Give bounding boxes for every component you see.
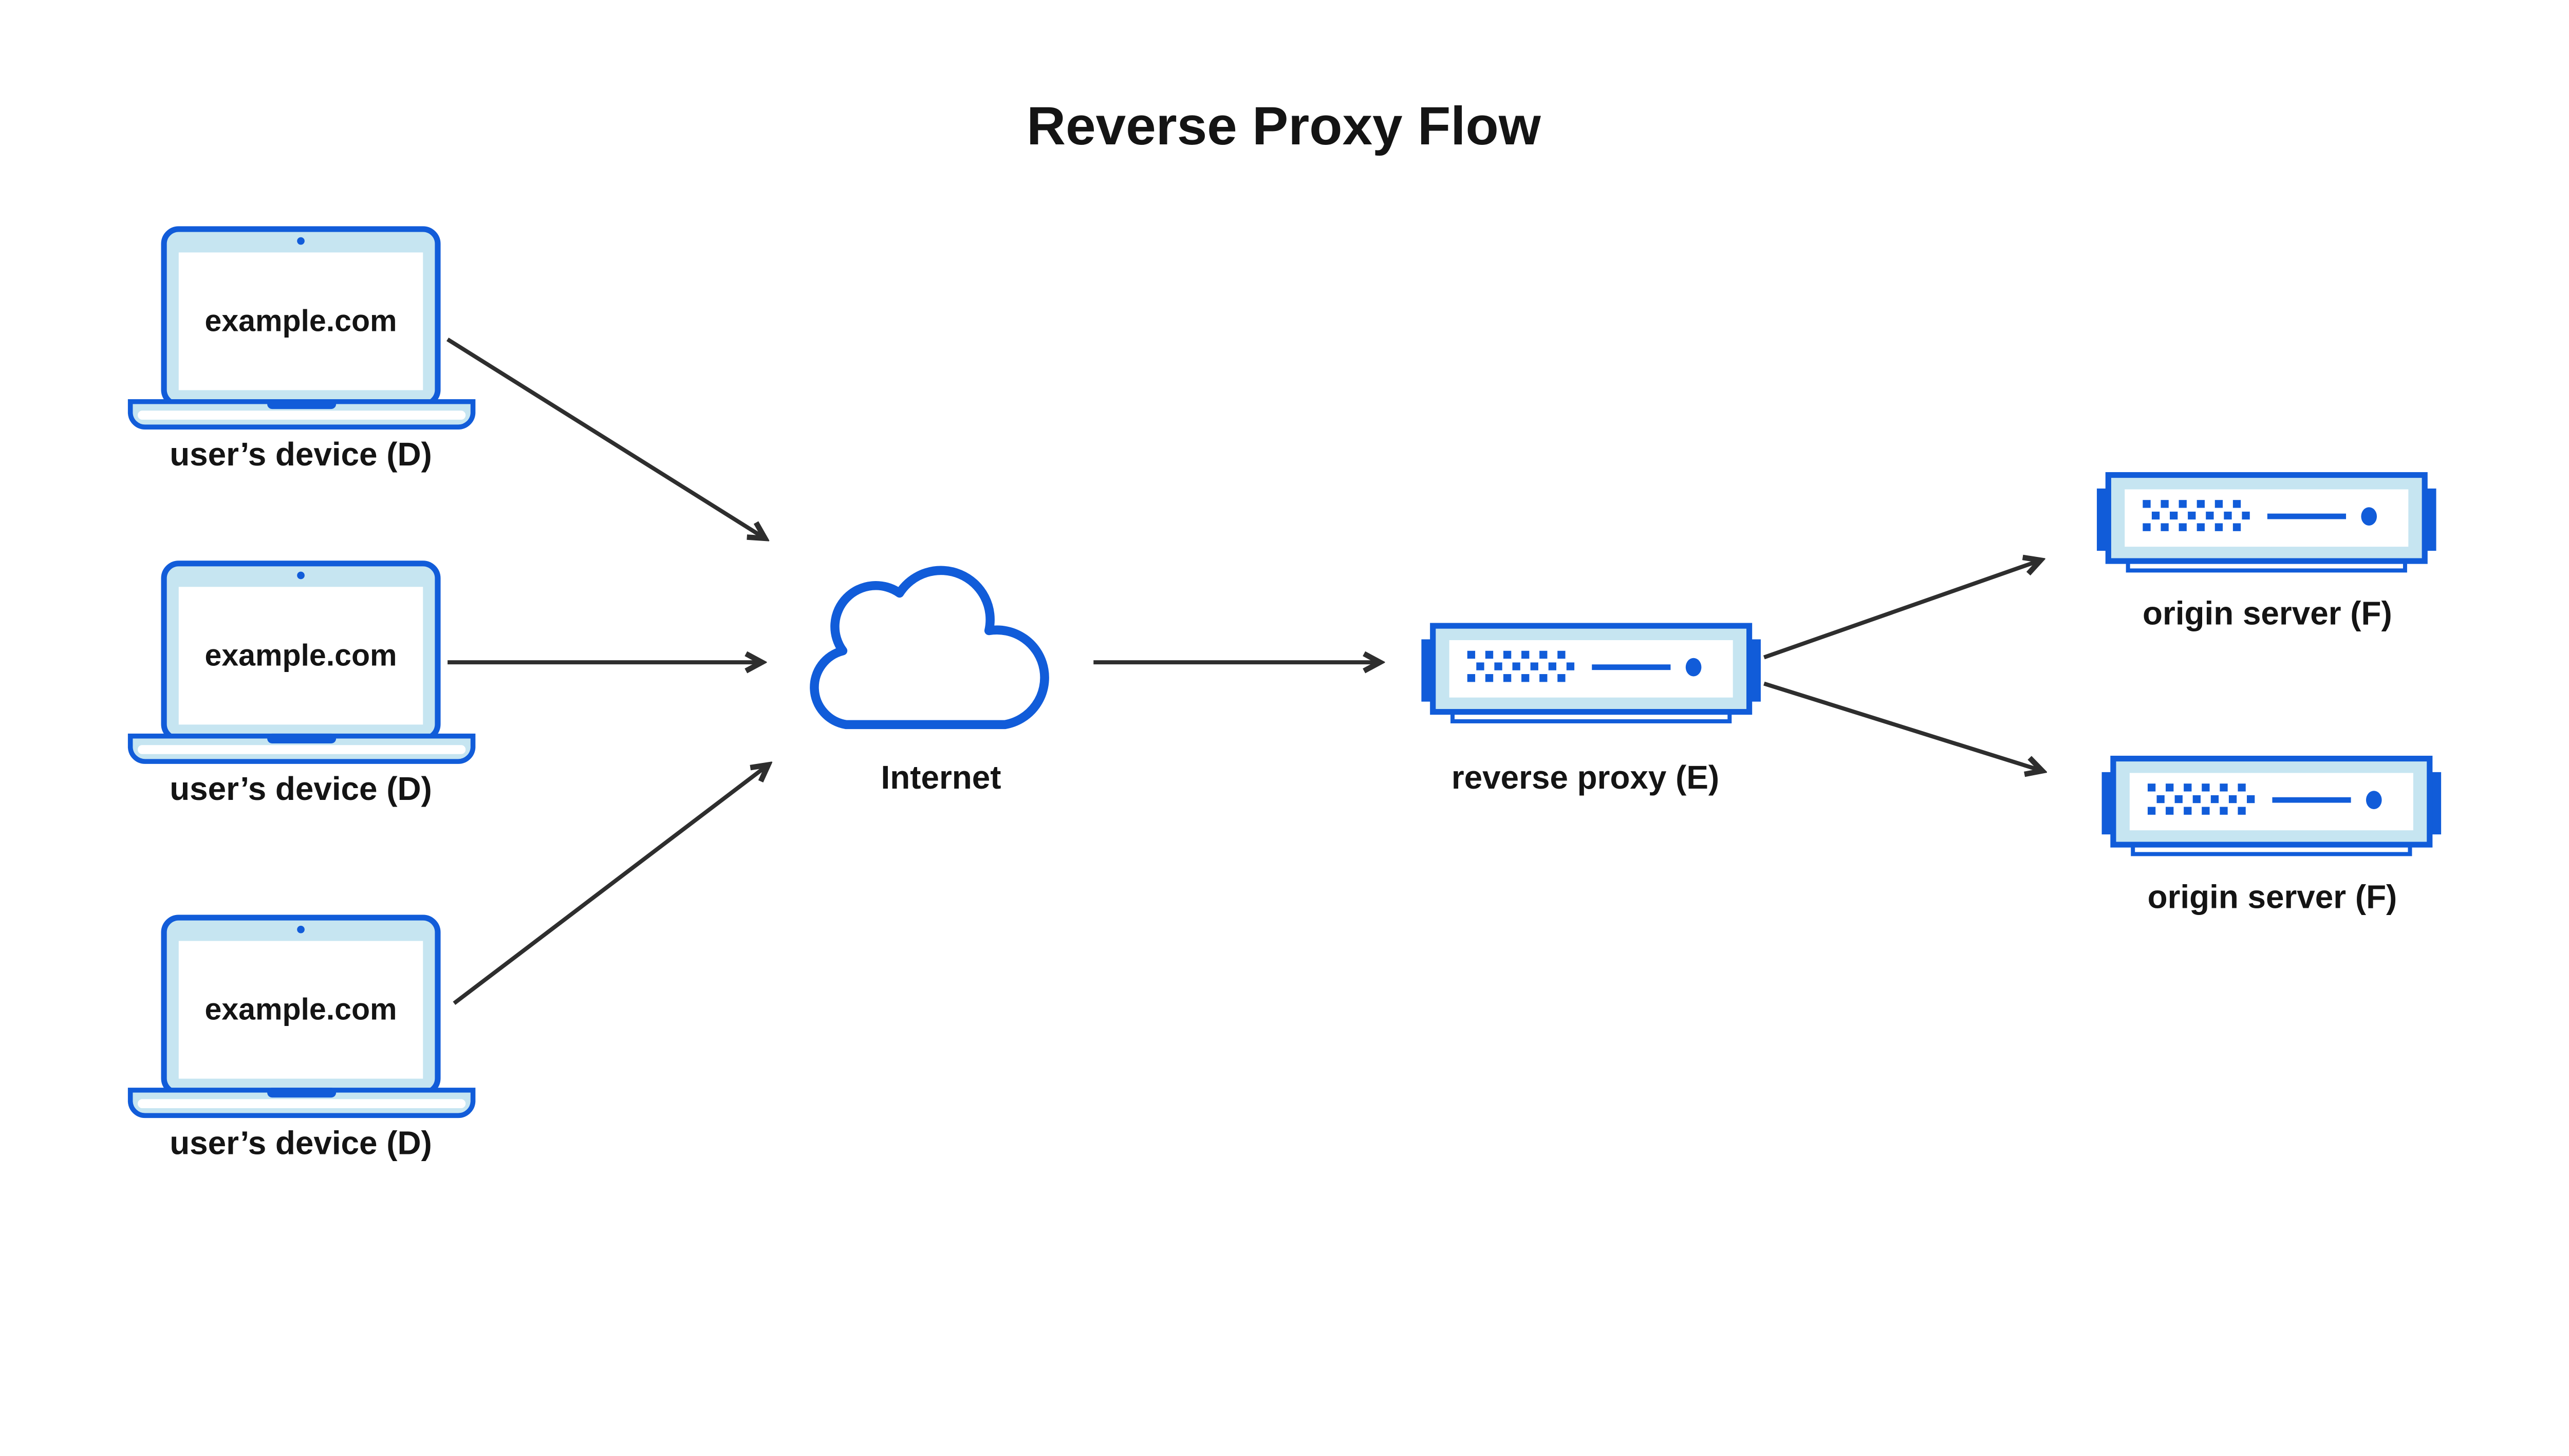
origin-server-1: origin server (F) [2097,475,2436,632]
server-icon [2097,475,2436,571]
internet-label: Internet [881,759,1001,796]
user-device-1: example.com user’s device (D) [131,229,473,473]
arrow-proxy-to-origin2 [1763,681,2041,771]
reverse-proxy-flow-diagram: Reverse Proxy Flow example.com user’s de… [0,96,2569,1162]
reverse-proxy-node: reverse proxy (E) [1421,626,1760,796]
server-icon [2102,759,2441,854]
arrow-device1-to-internet [446,338,764,537]
flow-arrows [446,338,2041,1005]
internet-node: Internet [810,566,1049,796]
device-screen-url: example.com [205,304,397,338]
device-screen-url: example.com [205,638,397,672]
device-label: user’s device (D) [170,436,432,473]
diagram-canvas: Reverse Proxy Flow example.com user’s de… [0,96,2569,1161]
arrow-device3-to-internet [453,766,767,1005]
origin-server-2: origin server (F) [2102,759,2441,916]
device-label: user’s device (D) [170,770,432,807]
diagram-title: Reverse Proxy Flow [1027,96,1541,156]
server-icon [1421,626,1760,721]
device-screen-url: example.com [205,993,397,1026]
origin-server-label: origin server (F) [2148,879,2397,916]
user-device-3: example.com user’s device (D) [131,918,473,1161]
device-label: user’s device (D) [170,1124,432,1161]
reverse-proxy-label: reverse proxy (E) [1451,759,1719,796]
cloud-icon [810,566,1049,730]
origin-server-label: origin server (F) [2143,595,2392,632]
user-device-2: example.com user’s device (D) [131,564,473,807]
arrow-proxy-to-origin1 [1763,561,2039,660]
